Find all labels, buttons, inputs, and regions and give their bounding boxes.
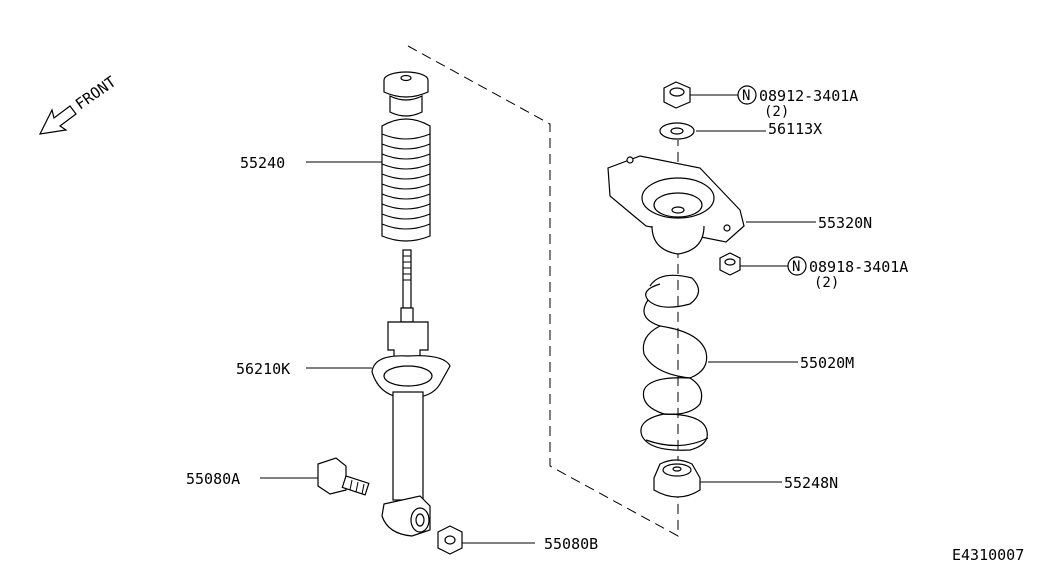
mount-nut [719,252,741,276]
label-55320n: 55320N [818,214,872,232]
assembly-guide-line [407,45,679,537]
coil-spring [640,274,709,451]
strut-mount [607,155,745,255]
svg-text:N: N [792,259,800,275]
label-55080b: 55080B [544,535,598,553]
label-55248n: 55248N [784,474,838,492]
front-label: FRONT [72,73,119,114]
n-symbol-icon: N [737,85,757,105]
svg-text:N: N [742,88,750,104]
label-55240: 55240 [240,154,285,172]
label-55020m: 55020M [800,354,854,372]
label-56210k: 56210K [236,360,290,378]
spring-seat [653,459,701,498]
n-symbol-icon: N [787,256,807,276]
front-arrow-icon [38,105,77,135]
label-qty-top: (2) [764,104,789,120]
label-56113x: 56113X [768,120,822,138]
washer [659,122,695,140]
label-qty-mount: (2) [814,275,839,291]
top-nut [663,81,691,109]
figure-code: E4310007 [952,546,1024,564]
label-55080a: 55080A [186,470,240,488]
lower-nut [437,525,463,555]
label-08912-3401a: 08912-3401A [759,87,858,105]
label-08918-3401a: 08918-3401A [809,258,908,276]
dust-boot [381,118,431,242]
mounting-bolt [317,457,370,496]
shock-absorber [371,249,451,537]
bound-bumper [383,71,429,117]
